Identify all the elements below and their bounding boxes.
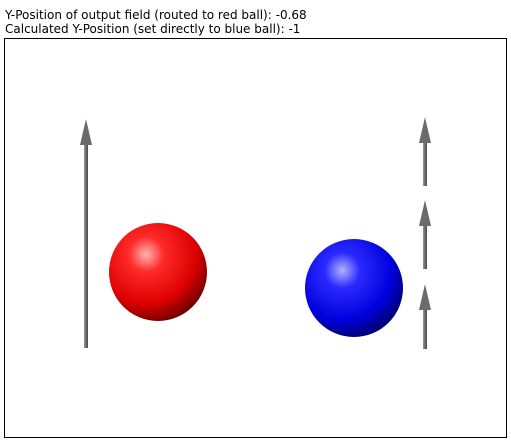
up-arrow-icon — [419, 117, 431, 186]
red-ball[interactable] — [109, 223, 207, 321]
up-arrow-icon — [419, 200, 431, 269]
calculated-position-readout: Calculated Y-Position (set directly to b… — [5, 22, 300, 36]
up-arrow-icon — [419, 284, 431, 349]
blue-ball[interactable] — [305, 239, 403, 337]
3d-viewport[interactable] — [4, 38, 507, 438]
output-field-readout: Y-Position of output field (routed to re… — [5, 8, 307, 22]
calculated-position-label: Calculated Y-Position (set directly to b… — [5, 22, 285, 36]
output-field-value: -0.68 — [275, 8, 307, 22]
output-field-label: Y-Position of output field (routed to re… — [5, 8, 272, 22]
up-arrow-icon — [80, 119, 92, 348]
calculated-position-value: -1 — [288, 22, 301, 36]
scene-canvas[interactable] — [5, 39, 506, 437]
